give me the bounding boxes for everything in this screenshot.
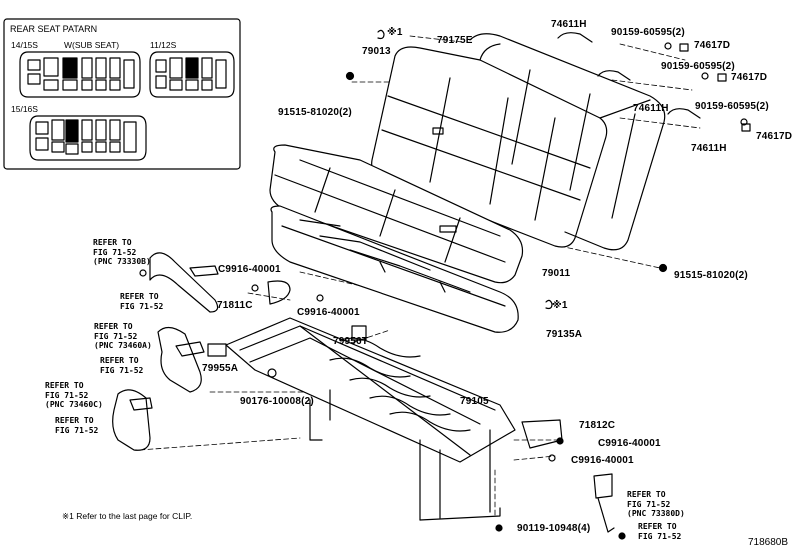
label-15-16s: 15/16S	[11, 104, 38, 114]
part-79956t[interactable]: 79956T	[333, 336, 369, 347]
part-79105[interactable]: 79105	[460, 396, 489, 407]
part-71811c[interactable]: 71811C	[217, 300, 253, 311]
label-sub-seat: W(SUB SEAT)	[64, 40, 120, 50]
clip-symbols	[377, 29, 553, 310]
part-90159-b[interactable]: 90159-60595(2)	[661, 61, 735, 72]
part-90119[interactable]: 90119-10948(4)	[517, 523, 591, 534]
part-90176[interactable]: 90176-10008(2)	[240, 396, 314, 407]
part-79013[interactable]: 79013	[362, 46, 391, 57]
refer-note-73460c: REFER TO FIG 71-52 (PNC 73460C)	[45, 381, 103, 409]
refer-note-belt-2: REFER TO FIG 71-52	[100, 356, 144, 375]
part-91515-a[interactable]: 91515-81020(2)	[278, 107, 352, 118]
seat-belt-assemblies	[112, 252, 615, 533]
part-91515-b[interactable]: 91515-81020(2)	[674, 270, 748, 281]
seat-frame	[225, 317, 516, 521]
part-90159-c[interactable]: 90159-60595(2)	[695, 101, 769, 112]
refer-note-belt-1: REFER TO FIG 71-52	[120, 292, 164, 311]
clip-ref-1: ※1	[387, 27, 403, 38]
bolts	[139, 42, 748, 540]
part-c9916-d[interactable]: C9916-40001	[571, 455, 634, 466]
part-90159-a[interactable]: 90159-60595(2)	[611, 27, 685, 38]
rear-seat-pattern-inset	[3, 18, 241, 170]
refer-note-belt-3: REFER TO FIG 71-52	[55, 416, 99, 435]
part-74611h-b[interactable]: 74611H	[633, 103, 669, 114]
van-outline-15-16s	[29, 115, 147, 161]
label-14-15s: 14/15S	[11, 40, 38, 50]
part-79135a[interactable]: 79135A	[546, 329, 583, 340]
part-74617d-a[interactable]: 74617D	[694, 40, 731, 51]
van-outline-11-12s	[149, 51, 235, 98]
part-79011[interactable]: 79011	[542, 268, 571, 279]
part-c9916-b[interactable]: C9916-40001	[297, 307, 360, 318]
part-74611h-c[interactable]: 74611H	[691, 143, 727, 154]
refer-note-73460a: REFER TO FIG 71-52 (PNC 73460A)	[94, 322, 152, 350]
seat-cushion-pad	[270, 205, 519, 333]
assembly-leader-lines	[139, 35, 701, 519]
refer-note-73330b: REFER TO FIG 71-52 (PNC 73330B)	[93, 238, 151, 266]
part-c9916-a[interactable]: C9916-40001	[218, 264, 281, 275]
drawing-number: 718680B	[748, 537, 789, 548]
part-74617d-c[interactable]: 74617D	[756, 131, 793, 142]
footnote-clip: ※1 Refer to the last page for CLIP.	[62, 511, 193, 521]
part-71812c[interactable]: 71812C	[579, 420, 616, 431]
inset-title: REAR SEAT PATARN	[10, 24, 98, 34]
part-c9916-c[interactable]: C9916-40001	[598, 438, 661, 449]
refer-note-73380d: REFER TO FIG 71-52 (PNC 73380D)	[627, 490, 685, 518]
part-79175e[interactable]: 79175E	[437, 35, 473, 46]
part-74617d-b[interactable]: 74617D	[731, 72, 768, 83]
label-11-12s: 11/12S	[150, 40, 177, 50]
clip-ref-2: ※1	[552, 300, 568, 311]
van-outline-14-15s	[19, 51, 141, 98]
refer-note-belt-4: REFER TO FIG 71-52	[638, 522, 682, 541]
part-74611h-a[interactable]: 74611H	[551, 19, 587, 30]
part-79955a[interactable]: 79955A	[202, 363, 239, 374]
seat-cushion	[269, 144, 524, 284]
